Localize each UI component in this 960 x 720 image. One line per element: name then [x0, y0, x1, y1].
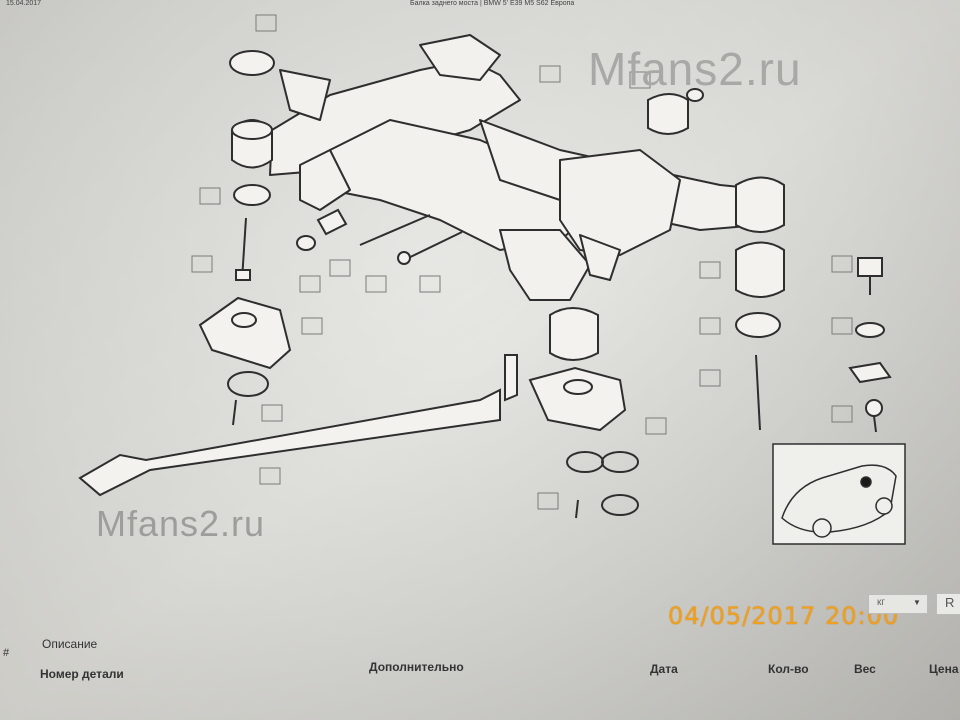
unit-select[interactable]: кг ▼ — [868, 594, 928, 614]
unit-select-value: кг — [877, 597, 886, 608]
r-button-label: R — [945, 595, 955, 610]
column-header-date: Дата — [650, 662, 678, 676]
column-header-additional: Дополнительно — [369, 660, 464, 674]
diagonal-strut — [78, 354, 518, 497]
right-mount-parts — [528, 88, 785, 519]
column-header-part-number: Номер детали — [40, 667, 124, 681]
description-label: Описание — [42, 637, 98, 651]
watermark-bottom: Mfans2.ru — [96, 503, 266, 544]
r-button[interactable]: R — [936, 593, 960, 615]
left-mount-parts — [198, 50, 292, 426]
center-fasteners — [296, 208, 463, 265]
car-inset — [772, 443, 906, 545]
column-header-price: Цена — [929, 662, 959, 676]
column-header-weight: Вес — [854, 662, 876, 676]
callout-boxes — [191, 14, 853, 510]
camera-timestamp: 04/05/2017 20:00 — [668, 602, 900, 630]
chevron-down-icon: ▼ — [913, 598, 921, 607]
column-header-quantity: Кол-во — [768, 662, 809, 676]
hash-label: # — [3, 647, 10, 659]
print-date: 15.04.2017 — [6, 0, 42, 7]
hardware-column — [848, 257, 892, 433]
watermark-top: Mfans2.ru — [588, 43, 802, 95]
page-title: Балка заднего моста | BMW 5' E39 M5 S62 … — [410, 0, 575, 7]
